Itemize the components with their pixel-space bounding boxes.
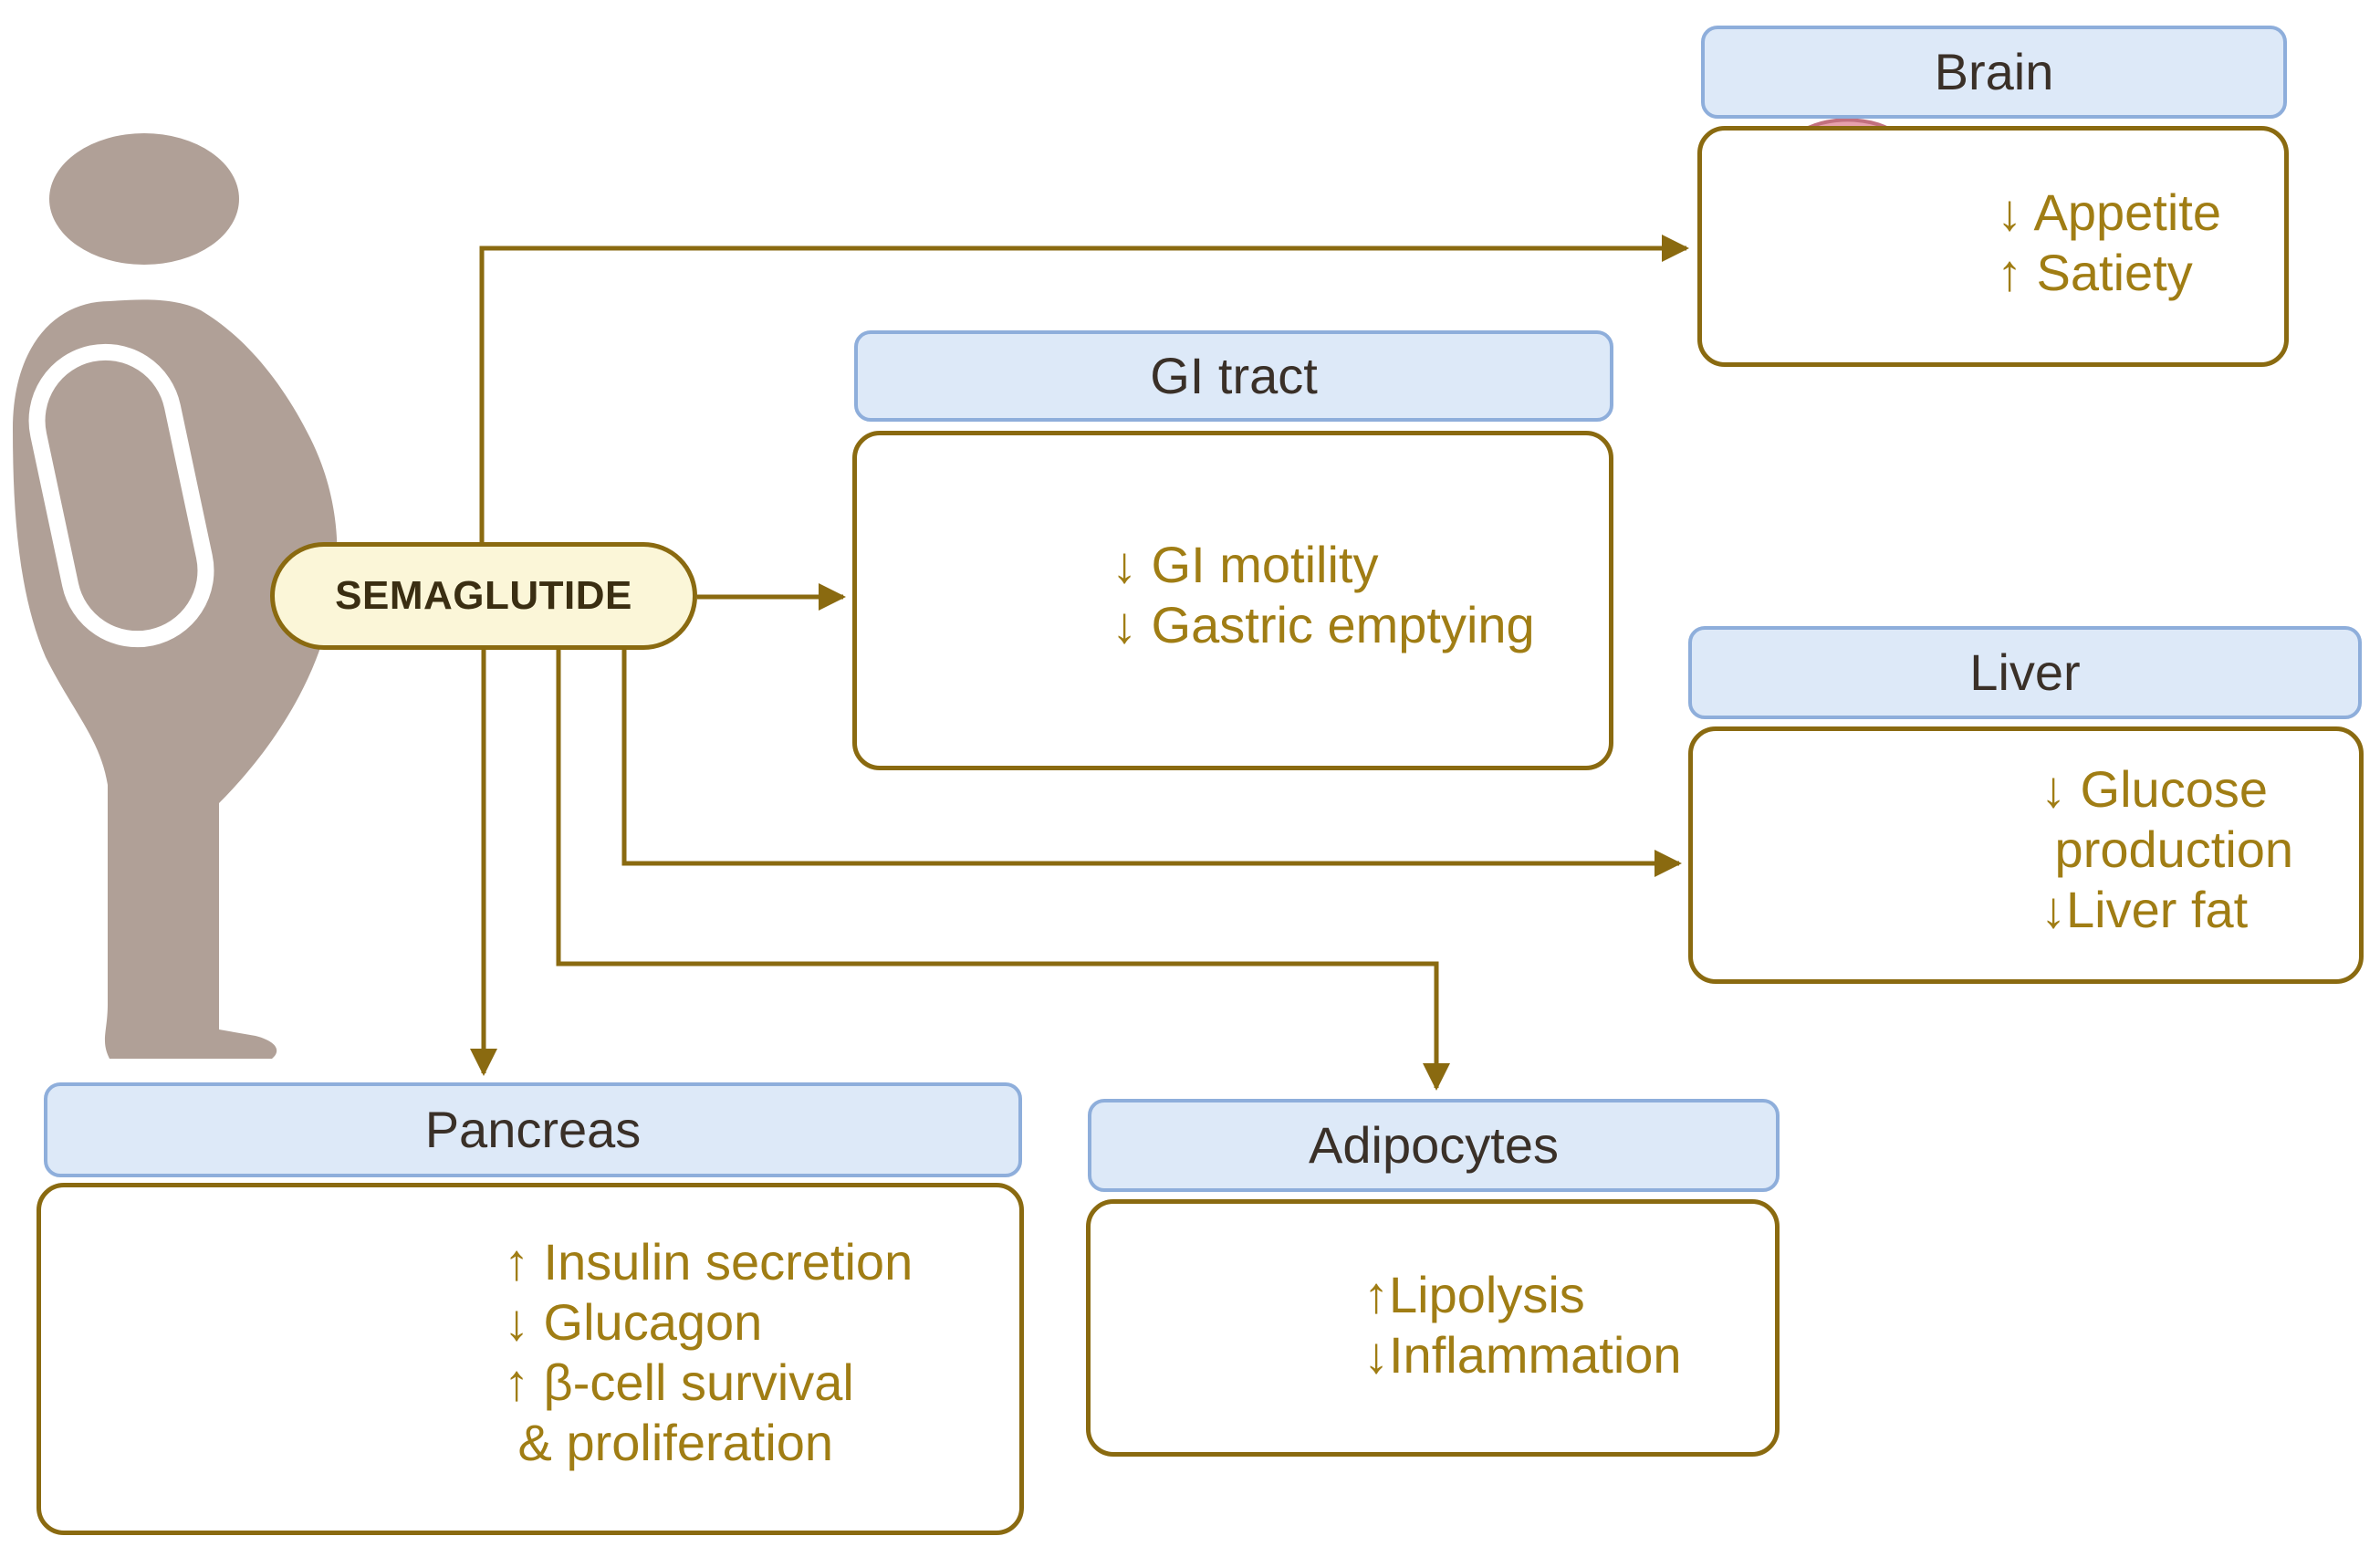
liver-panel bbox=[1688, 726, 2364, 984]
brain-header: Brain bbox=[1701, 26, 2287, 119]
pancreas-effect-insulin: ↑ Insulin secretion bbox=[504, 1233, 913, 1291]
liver-header: Liver bbox=[1688, 626, 2362, 719]
arrow-to-liver bbox=[621, 650, 1682, 877]
adipocytes-effect-lipolysis: ↑Lipolysis bbox=[1363, 1266, 1585, 1323]
arrow-to-brain bbox=[479, 235, 1689, 544]
liver-effect-glucose: ↓ Glucose bbox=[2041, 760, 2268, 818]
liver-effect-liver-fat: ↓Liver fat bbox=[2041, 881, 2249, 938]
arrow-to-adipocytes bbox=[556, 650, 1450, 1091]
pancreas-panel bbox=[37, 1183, 1024, 1535]
gi-tract-header: GI tract bbox=[854, 330, 1613, 422]
semaglutide-label: SEMAGLUTIDE bbox=[270, 542, 697, 650]
human-silhouette-icon bbox=[13, 133, 338, 1059]
adipocytes-header: Adipocytes bbox=[1088, 1099, 1780, 1192]
gi-effect-motility: ↓ GI motility bbox=[1112, 536, 1379, 593]
pancreas-effect-beta-cell: ↑ β-cell survival bbox=[504, 1353, 854, 1411]
liver-effects: ↓ Glucose production ↓Liver fat bbox=[2041, 759, 2293, 940]
adipocytes-effects: ↑Lipolysis ↓Inflammation bbox=[1363, 1265, 1682, 1385]
gi-tract-panel bbox=[852, 431, 1613, 770]
adipocytes-effect-inflammation: ↓Inflammation bbox=[1363, 1326, 1682, 1384]
pancreas-effects: ↑ Insulin secretion ↓ Glucagon ↑ β-cell … bbox=[504, 1232, 913, 1473]
gi-effect-gastric-emptying: ↓ Gastric emptying bbox=[1112, 596, 1535, 653]
adipocytes-panel bbox=[1086, 1199, 1780, 1457]
brain-effects: ↓ Appetite ↑ Satiety bbox=[1997, 183, 2221, 303]
arrows bbox=[470, 235, 1689, 1091]
pancreas-effect-glucagon: ↓ Glucagon bbox=[504, 1293, 763, 1351]
gi-tract-effects: ↓ GI motility ↓ Gastric emptying bbox=[1112, 535, 1535, 655]
liver-effect-production: production bbox=[2041, 820, 2294, 878]
brain-effect-satiety: ↑ Satiety bbox=[1997, 244, 2193, 301]
pancreas-effect-proliferation: & proliferation bbox=[504, 1414, 834, 1471]
brain-panel bbox=[1697, 126, 2289, 367]
pancreas-header: Pancreas bbox=[44, 1082, 1022, 1177]
brain-effect-appetite: ↓ Appetite bbox=[1997, 183, 2221, 241]
